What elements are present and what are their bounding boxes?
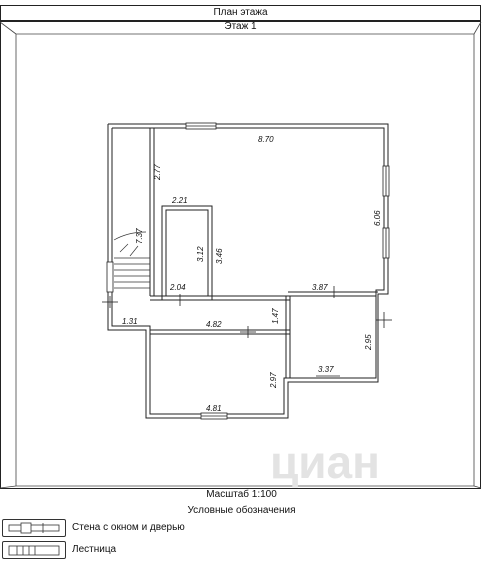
legend-label: Стена с окном и дверью [72, 522, 185, 533]
dimension-label: 1.31 [122, 317, 138, 326]
plan-title-text: План этажа [213, 7, 268, 18]
floor-plan-drawing: циан [0, 21, 482, 489]
plan-frame [0, 21, 481, 489]
dimension-label: 2.04 [169, 283, 186, 292]
dimension-label: 8.70 [258, 135, 274, 144]
dimension-label: 3.87 [312, 283, 328, 292]
dimension-label: 1.47 [271, 308, 280, 324]
dimension-labels: 8.70 2.77 2.21 7.37 3.12 3.46 6.06 2.04 … [122, 135, 382, 413]
dimension-label: 2.77 [153, 164, 162, 181]
dimension-label: 7.37 [135, 228, 144, 244]
floor-label: Этаж 1 [0, 21, 481, 35]
dimension-label: 2.95 [364, 334, 373, 351]
dimension-label: 3.12 [196, 246, 205, 262]
dimension-label: 2.21 [171, 196, 188, 205]
frame-diagonals [0, 21, 482, 489]
dimension-label: 2.97 [269, 372, 278, 389]
wall-window-door-icon [2, 519, 66, 537]
stairs-icon [2, 541, 66, 559]
plan-title: План этажа [0, 5, 481, 21]
walls [107, 123, 389, 419]
legend-title: Условные обозначения [187, 505, 296, 516]
dimension-label: 3.46 [215, 248, 224, 264]
legend-item-stairs: Лестница [0, 541, 483, 561]
legend-item-wall: Стена с окном и дверью [0, 519, 483, 539]
watermark: циан [270, 436, 380, 488]
stairs [113, 231, 150, 289]
windows [106, 122, 390, 420]
dimension-label: 4.82 [206, 320, 222, 329]
legend-label: Лестница [72, 544, 117, 555]
dimension-label: 3.37 [318, 365, 334, 374]
floor-label-text: Этаж 1 [224, 21, 257, 32]
dimension-label: 6.06 [373, 210, 382, 226]
scale-label: Масштаб 1:100 [206, 489, 277, 500]
door-marks [102, 286, 392, 377]
dimension-label: 4.81 [206, 404, 222, 413]
